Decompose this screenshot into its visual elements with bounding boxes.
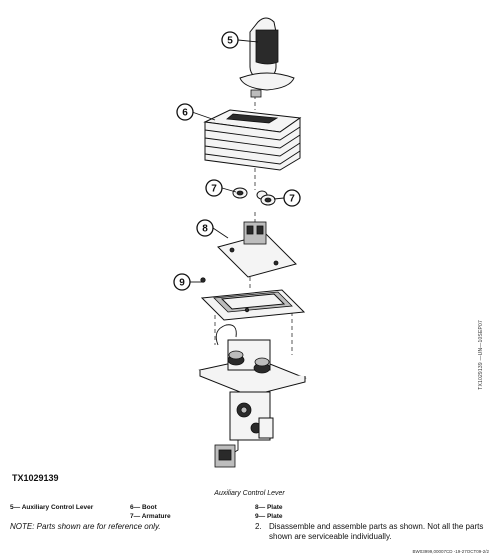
svg-text:9: 9 bbox=[179, 278, 185, 289]
leader-line-7b bbox=[273, 197, 285, 200]
svg-text:6: 6 bbox=[182, 108, 188, 119]
callout-7-left: 7 bbox=[205, 179, 223, 197]
leader-line-6 bbox=[191, 111, 216, 121]
svg-text:7: 7 bbox=[289, 194, 295, 205]
boot-part bbox=[203, 109, 302, 171]
plate-part-8 bbox=[217, 221, 297, 278]
procedure-step: 2. Disassemble and assemble parts as sho… bbox=[255, 522, 487, 542]
leader-line-7a bbox=[221, 187, 237, 193]
legend-item: 7— Armature bbox=[130, 513, 171, 520]
valve-base-assembly bbox=[198, 324, 307, 468]
legend-item: 5— Auxiliary Control Lever bbox=[10, 504, 94, 511]
svg-text:7: 7 bbox=[211, 184, 217, 195]
figure-caption: Auxiliary Control Lever bbox=[214, 490, 285, 497]
legend-column-1: 5— Auxiliary Control Lever bbox=[10, 503, 93, 512]
legend-item: 8— Plate bbox=[255, 504, 283, 511]
exploded-view-figure: 5 6 7 7 8 9 bbox=[173, 17, 307, 468]
callout-8: 8 bbox=[196, 219, 214, 237]
svg-text:5: 5 bbox=[227, 36, 233, 47]
legend-item: 6— Boot bbox=[130, 504, 157, 511]
svg-text:8: 8 bbox=[202, 224, 208, 235]
callout-7-right: 7 bbox=[283, 189, 301, 207]
auxiliary-control-lever-part bbox=[239, 17, 295, 98]
callout-6: 6 bbox=[176, 103, 194, 121]
reference-note: NOTE: Parts shown are for reference only… bbox=[10, 522, 161, 531]
document-footer-code: BW03999,00007CD -19-27OCT09-2/2 bbox=[412, 549, 489, 554]
figure-id: TX1029139 bbox=[12, 473, 59, 483]
plate-part-9 bbox=[200, 277, 306, 321]
legend-column-3: 8— Plate 9— Plate bbox=[255, 503, 282, 521]
figure-side-code: TX1029139 —UN—10SEP07 bbox=[478, 320, 484, 390]
legend-column-2: 6— Boot 7— Armature bbox=[130, 503, 171, 521]
callout-9: 9 bbox=[173, 273, 191, 291]
armature-part bbox=[232, 187, 276, 206]
step-text: Disassemble and assemble parts as shown.… bbox=[269, 522, 484, 541]
callout-5: 5 bbox=[221, 31, 239, 49]
leader-line-8 bbox=[212, 227, 229, 239]
step-number: 2. bbox=[255, 522, 262, 531]
legend-item: 9— Plate bbox=[255, 513, 283, 520]
leader-line-5 bbox=[237, 39, 259, 43]
